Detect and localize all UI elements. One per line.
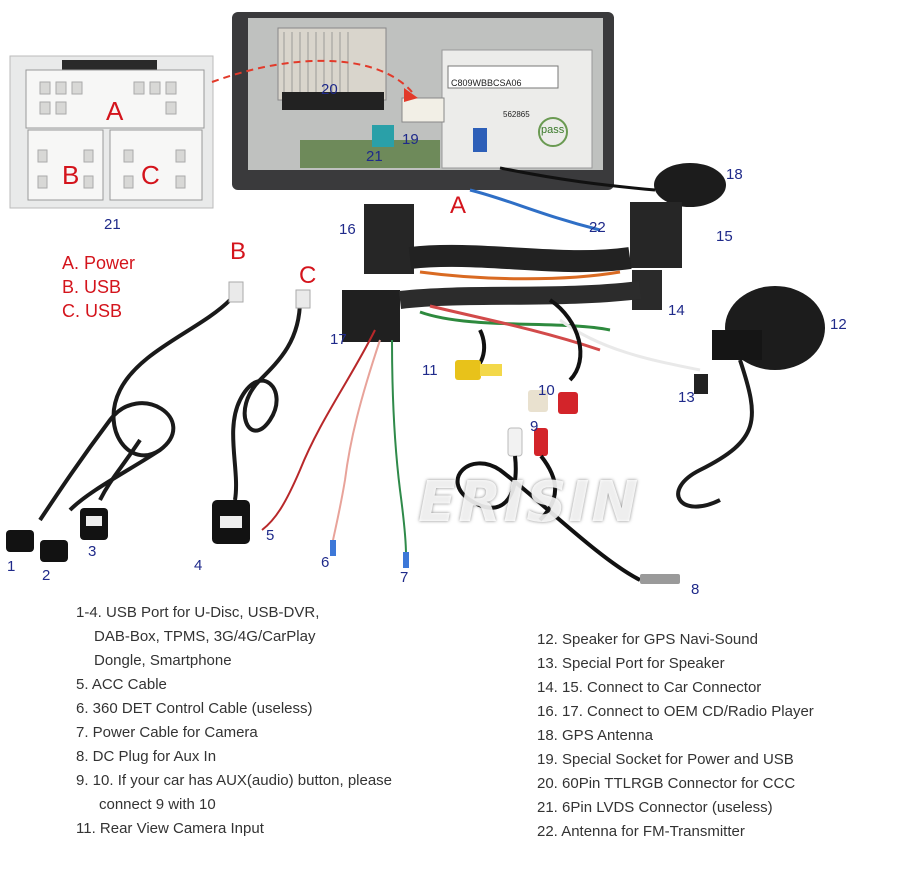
callout-3: 3 <box>88 543 97 560</box>
callout-9: 9 <box>530 418 539 435</box>
right-list-item: 21. 6Pin LVDS Connector (useless) <box>537 799 773 816</box>
callout-8: 8 <box>691 581 700 598</box>
callout-5: 5 <box>266 527 275 544</box>
left-list-item: Dongle, Smartphone <box>94 652 232 669</box>
callout-1: 1 <box>7 558 16 575</box>
wiring-harness <box>261 188 701 584</box>
pass-stamp: pass <box>541 124 565 136</box>
legend-usb-c: C. USB <box>62 301 123 321</box>
usb-cable-4 <box>212 289 311 544</box>
right-list-item: 19. Special Socket for Power and USB <box>537 751 794 768</box>
speaker <box>676 286 825 509</box>
right-list-item: 22. Antenna for FM-Transmitter <box>537 823 745 840</box>
label-21: 21 <box>366 148 383 165</box>
left-list-item: 9. 10. If your car has AUX(audio) button… <box>76 772 393 789</box>
connector-panel <box>9 55 214 209</box>
connector-a-label: A <box>106 96 124 126</box>
usb-cables <box>6 281 244 562</box>
callout-13: 13 <box>678 389 695 406</box>
callout-18: 18 <box>726 166 743 183</box>
left-list-item: 6. 360 DET Control Cable (useless) <box>76 700 313 717</box>
legend-usb-b: B. USB <box>62 277 122 297</box>
right-list-item: 16. 17. Connect to OEM CD/Radio Player <box>537 703 814 720</box>
right-list-item: 13. Special Port for Speaker <box>537 655 725 672</box>
callout-16: 16 <box>339 221 356 238</box>
left-list-item: 7. Power Cable for Camera <box>76 724 258 741</box>
right-list-item: 20. 60Pin TTLRGB Connector for CCC <box>537 775 796 792</box>
left-list-item: connect 9 with 10 <box>99 796 216 813</box>
right-list-item: 14. 15. Connect to Car Connector <box>537 679 762 696</box>
right-description-list: 12. Speaker for GPS Navi-Sound 13. Speci… <box>537 628 814 844</box>
head-unit <box>211 12 614 190</box>
left-list-item: 5. ACC Cable <box>76 676 167 693</box>
left-list-item: 8. DC Plug for Aux In <box>76 748 217 765</box>
callout-7: 7 <box>400 569 409 586</box>
sticker-code: C809WBBCSA06 <box>451 78 522 88</box>
left-description-list: 1-4. USB Port for U-Disc, USB-DVR, DAB-B… <box>76 601 392 841</box>
connector-panel-number: 21 <box>104 216 121 233</box>
callout-17: 17 <box>330 331 347 348</box>
plug-b-label: B <box>230 238 247 265</box>
connector-b-label: B <box>62 160 80 190</box>
callout-10: 10 <box>538 382 555 399</box>
gps-antenna <box>499 163 726 207</box>
legend-power: A. Power <box>62 253 136 273</box>
right-list-item: 18. GPS Antenna <box>537 727 653 744</box>
right-list-item: 12. Speaker for GPS Navi-Sound <box>537 631 758 648</box>
callout-12: 12 <box>830 316 847 333</box>
connector-c-label: C <box>141 160 160 190</box>
callout-4: 4 <box>194 557 203 574</box>
label-20: 20 <box>321 81 338 98</box>
abc-legend: A. Power B. USB C. USB <box>62 251 135 323</box>
callout-15: 15 <box>716 228 733 245</box>
product-diagram <box>6 12 825 584</box>
callout-11: 11 <box>422 362 438 379</box>
left-list-item: 11. Rear View Camera Input <box>76 820 264 837</box>
plug-c-label: C <box>299 262 317 289</box>
left-list-item: DAB-Box, TPMS, 3G/4G/CarPlay <box>94 628 316 645</box>
brand-watermark: ERISIN <box>418 470 641 535</box>
serial-number: 562865 <box>503 110 530 119</box>
left-list-item: 1-4. USB Port for U-Disc, USB-DVR, <box>76 604 320 621</box>
harness-connector-a: A <box>450 192 467 219</box>
callout-22: 22 <box>589 219 606 236</box>
callout-2: 2 <box>42 567 51 584</box>
label-19: 19 <box>402 131 419 148</box>
callout-14: 14 <box>668 302 685 319</box>
callout-6: 6 <box>321 554 330 571</box>
